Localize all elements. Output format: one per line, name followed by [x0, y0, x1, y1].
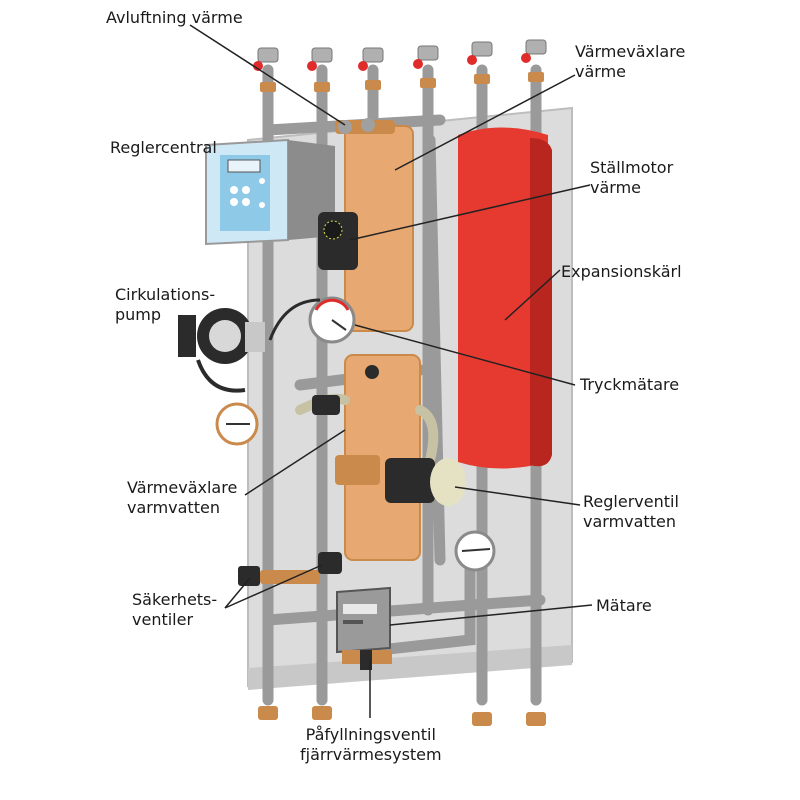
meter [336, 586, 392, 670]
actuator-heating [318, 212, 358, 270]
temperature-gauge-right [454, 530, 496, 572]
pressure-gauge [308, 296, 356, 344]
label-avluftning: Avluftning värme [106, 8, 243, 27]
circulation-pump [178, 298, 321, 393]
temperature-gauge-left [215, 402, 259, 446]
label-expansionskarl: Expansionskärl [561, 262, 682, 281]
label-sakerhetsventiler: Säkerhets-ventiler [132, 590, 218, 629]
label-matare: Mätare [596, 596, 652, 615]
leader-lines [189, 24, 593, 718]
control-unit [205, 138, 335, 246]
label-reglercentral: Reglercentral [110, 138, 217, 157]
control-valve-hot-water [335, 455, 466, 506]
label-tryckmatare: Tryckmätare [580, 375, 680, 394]
top-valves [253, 39, 547, 92]
heat-exchanger-hot-water [295, 354, 439, 561]
safety-valves [238, 552, 342, 586]
label-cirkulationspump: Cirkulations-pump [115, 285, 216, 324]
bottom-fittings [258, 706, 546, 726]
expansion-vessel [458, 127, 552, 469]
